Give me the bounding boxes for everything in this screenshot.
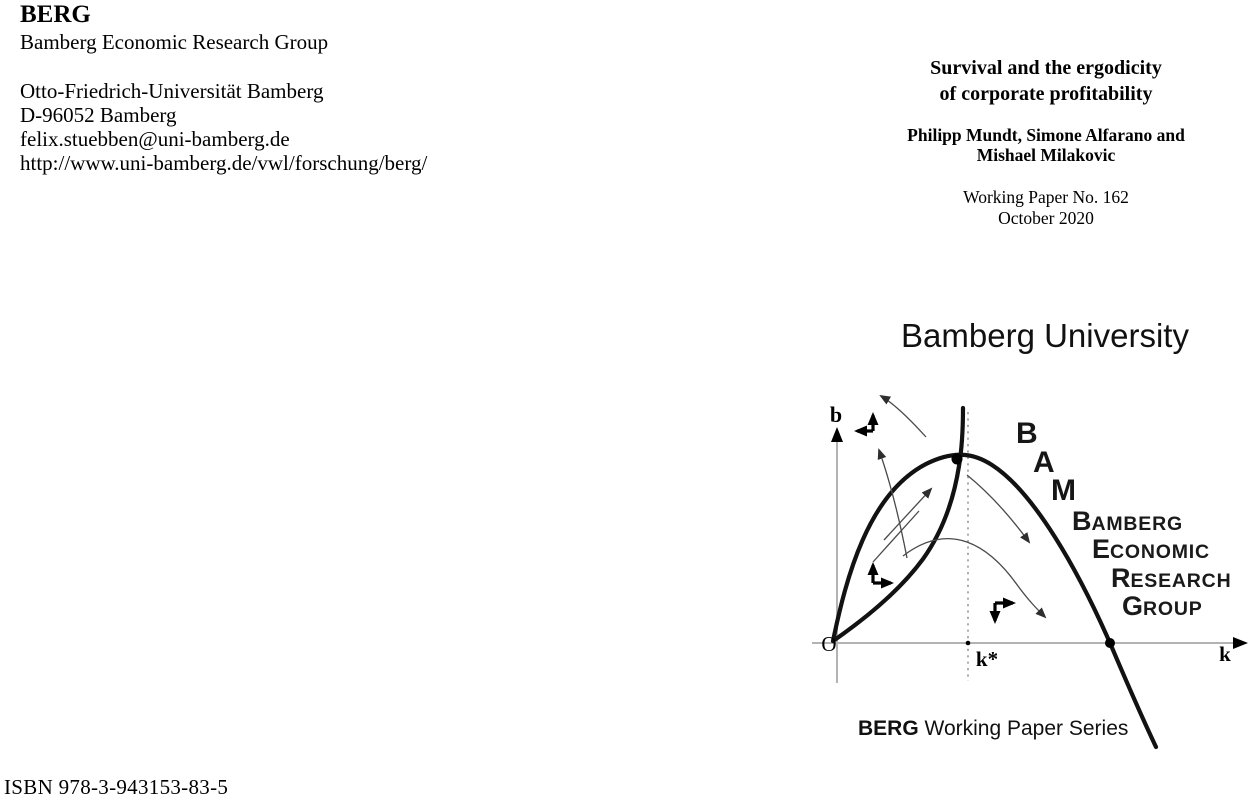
logo-word-group: GROUP bbox=[1122, 591, 1203, 621]
series-title: BERG Working Paper Series bbox=[858, 716, 1128, 742]
paper-title: Survival and the ergodicity of corporate… bbox=[846, 55, 1246, 107]
series-title-rest: Working Paper Series bbox=[918, 717, 1129, 740]
title-block: Survival and the ergodicity of corporate… bbox=[846, 55, 1246, 229]
university-heading: Bamberg University bbox=[901, 317, 1189, 354]
series-title-bold: BERG bbox=[858, 717, 919, 740]
authors: Philipp Mundt, Simone Alfarano and Misha… bbox=[846, 125, 1246, 165]
growth-curve bbox=[830, 405, 966, 644]
profit-parabola-curve bbox=[830, 452, 1159, 750]
berg-logo-diagram: b k O k* B A M BAMBERG ECONOMIC RESEARCH… bbox=[812, 394, 1248, 750]
address-line-email: felix.stuebben@uni-bamberg.de bbox=[20, 127, 290, 151]
direction-marker-up-right bbox=[867, 562, 894, 589]
address-line-university: Otto-Friedrich-Universität Bamberg bbox=[20, 79, 324, 103]
flow-arrow-down-right-1 bbox=[966, 474, 1031, 544]
authors-line2: Mishael Milakovic bbox=[976, 145, 1116, 165]
paper-number: Working Paper No. 162 bbox=[963, 187, 1129, 207]
logo-word-economic: ECONOMIC bbox=[1092, 534, 1210, 564]
logo-word-research: RESEARCH bbox=[1111, 563, 1231, 593]
isbn: ISBN 978-3-943153-83-5 bbox=[4, 775, 229, 799]
paper-title-line2: of corporate profitability bbox=[939, 83, 1153, 105]
axis-equilibrium-dot bbox=[1105, 638, 1115, 648]
flow-arrow-upper-left bbox=[877, 448, 908, 559]
flow-line-lens-up2 bbox=[872, 510, 920, 563]
masthead: BERG Bamberg Economic Research Group Ott… bbox=[20, 0, 427, 175]
authors-line1: Philipp Mundt, Simone Alfarano and bbox=[907, 125, 1185, 145]
kstar-tick-dot bbox=[965, 640, 971, 646]
org-name: Bamberg Economic Research Group bbox=[20, 30, 329, 54]
direction-marker-right-down bbox=[989, 597, 1016, 624]
address-line-city: D-96052 Bamberg bbox=[20, 103, 177, 127]
logo-letter-m: M bbox=[1051, 474, 1076, 507]
logo-letter-b: B bbox=[1016, 417, 1038, 450]
logo-letter-a: A bbox=[1033, 446, 1055, 479]
address-line-url: http://www.uni-bamberg.de/vwl/forschung/… bbox=[20, 151, 428, 175]
logo-word-bamberg: BAMBERG bbox=[1072, 506, 1183, 536]
berg-wordmark: BERG bbox=[20, 1, 91, 28]
flow-arrow-top-left bbox=[879, 394, 927, 438]
y-axis-label: b bbox=[830, 402, 842, 427]
direction-marker-up-left bbox=[854, 412, 879, 437]
x-axis-label: k bbox=[1219, 642, 1231, 666]
paper-title-line1: Survival and the ergodicity bbox=[930, 57, 1162, 79]
paper-date: October 2020 bbox=[998, 208, 1094, 228]
origin-label: O bbox=[821, 632, 836, 656]
flow-arrow-lens-up bbox=[883, 487, 933, 541]
flow-arrow-down-right-2 bbox=[902, 538, 1047, 619]
address-block: Otto-Friedrich-Universität Bamberg D-960… bbox=[20, 79, 427, 175]
paper-meta: Working Paper No. 162 October 2020 bbox=[846, 187, 1246, 229]
upper-equilibrium-dot bbox=[951, 453, 963, 465]
kstar-label: k* bbox=[976, 647, 998, 671]
